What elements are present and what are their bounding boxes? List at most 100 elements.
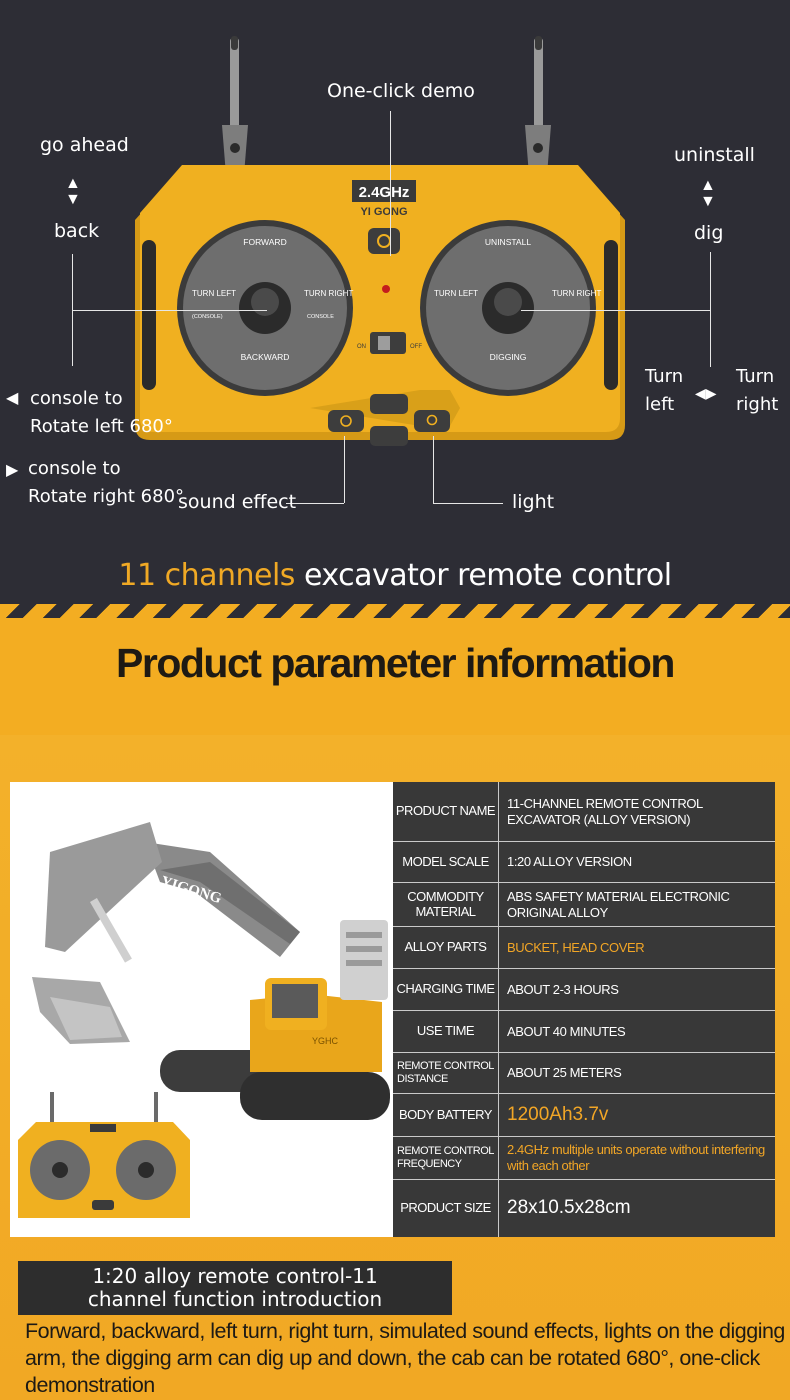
table-row: BODY BATTERY 1200Ah3.7v	[393, 1094, 775, 1137]
headline: 11 channels excavator remote control	[0, 558, 790, 593]
parameter-table: PRODUCT NAME 11-CHANNEL REMOTE CONTROL E…	[393, 782, 775, 1237]
light-horizontal-line	[433, 503, 503, 504]
light-vertical-line	[433, 436, 434, 503]
up-down-arrow-icon-right: ▲▼	[700, 177, 716, 210]
light-button[interactable]	[414, 410, 450, 432]
param-value: 2.4GHz multiple units operate without in…	[507, 1142, 765, 1173]
console-left-line1: console to	[30, 388, 123, 409]
right-dial-turn-right: TURN RIGHT	[552, 289, 601, 298]
demo-button[interactable]	[368, 228, 400, 254]
demo-callout-line	[390, 111, 391, 256]
go-ahead-label: go ahead	[40, 134, 129, 156]
turn-left-line2: left	[645, 393, 675, 415]
left-dial-backward: BACKWARD	[241, 352, 290, 362]
frequency-badge	[352, 180, 416, 202]
param-value: BUCKET, HEAD COVER	[507, 939, 645, 955]
right-horizontal-line	[521, 310, 711, 311]
turn-right-line2: right	[736, 393, 779, 415]
table-row: PRODUCT NAME 11-CHANNEL REMOTE CONTROL E…	[393, 782, 775, 842]
brand-text: YI GONG	[360, 206, 407, 218]
product-photo: YGHC YIGONG	[10, 782, 393, 1237]
param-value: 28x10.5x28cm	[507, 1197, 631, 1219]
console-left-text: console to Rotate left 680°	[30, 385, 173, 441]
param-key: ALLOY PARTS	[393, 927, 499, 968]
headline-rest: excavator remote control	[294, 558, 672, 593]
turn-right-text: Turn right	[736, 363, 778, 419]
right-dial-digging: DIGGING	[490, 352, 527, 362]
intro-line2: channel function introduction	[87, 1287, 383, 1311]
table-row: REMOTE CONTROL DISTANCE ABOUT 25 METERS	[393, 1053, 775, 1094]
left-dial-console-right: CONSOLE	[307, 314, 334, 320]
sound-vertical-line	[344, 436, 345, 503]
param-value: ABOUT 2-3 HOURS	[507, 981, 619, 997]
turn-left-text: Turn left	[645, 363, 683, 419]
param-value: 1:20 ALLOY VERSION	[507, 854, 632, 870]
uninstall-label: uninstall	[674, 144, 755, 166]
param-key: PRODUCT SIZE	[393, 1180, 499, 1237]
table-row: ALLOY PARTS BUCKET, HEAD COVER	[393, 927, 775, 969]
table-row: CHARGING TIME ABOUT 2-3 HOURS	[393, 969, 775, 1011]
switch-on-label: ON	[357, 344, 366, 350]
up-down-arrow-icon: ▲▼	[65, 175, 81, 208]
console-right-line2: Rotate right 680°	[28, 485, 185, 507]
left-horizontal-line	[72, 310, 267, 311]
param-key: COMMODITY MATERIAL	[393, 883, 499, 926]
left-dial-forward: FORWARD	[243, 237, 286, 247]
param-key: REMOTE CONTROL DISTANCE	[393, 1053, 499, 1093]
function-intro-box: 1:20 alloy remote control-11 channel fun…	[18, 1261, 452, 1315]
demo-label: One-click demo	[327, 80, 475, 102]
turn-right-line1: Turn	[736, 366, 775, 387]
dig-label: dig	[694, 222, 724, 244]
param-key: USE TIME	[393, 1011, 499, 1052]
svg-text:YGHC: YGHC	[312, 1036, 339, 1046]
sound-icon	[340, 415, 352, 427]
power-led	[382, 285, 390, 293]
excavator-illustration: YGHC YIGONG	[18, 822, 390, 1218]
intro-line1: 1:20 alloy remote control-11	[92, 1264, 378, 1288]
console-right-text: console to Rotate right 680°	[28, 455, 184, 511]
right-dial-turn-left: TURN LEFT	[434, 289, 478, 298]
remote-controller-illustration: 2.4GHz YI GONG FORWARD BACKWARD TURN LEF…	[135, 36, 625, 446]
table-row: USE TIME ABOUT 40 MINUTES	[393, 1011, 775, 1053]
param-key: PRODUCT NAME	[393, 782, 499, 841]
right-antenna	[525, 36, 551, 175]
console-left-line2: Rotate left 680°	[30, 415, 173, 437]
param-value: ABOUT 40 MINUTES	[507, 1023, 626, 1039]
table-row: PRODUCT SIZE 28x10.5x28cm	[393, 1180, 775, 1237]
right-arrow-icon: ▶	[6, 462, 19, 479]
back-label: back	[54, 220, 100, 242]
right-vertical-line	[710, 252, 711, 367]
section-title: Product parameter information	[116, 640, 675, 686]
param-key: REMOTE CONTROL FREQUENCY	[393, 1137, 499, 1179]
remote-diagram-panel: 2.4GHz YI GONG FORWARD BACKWARD TURN LEF…	[0, 0, 790, 612]
param-value: 1200Ah3.7v	[507, 1103, 609, 1125]
table-row: REMOTE CONTROL FREQUENCY 2.4GHz multiple…	[393, 1137, 775, 1180]
param-value: 11-CHANNEL REMOTE CONTROL EXCAVATOR (ALL…	[507, 795, 703, 827]
param-key: CHARGING TIME	[393, 969, 499, 1010]
center-bottom-button[interactable]	[370, 426, 408, 446]
table-row: COMMODITY MATERIAL ABS SAFETY MATERIAL E…	[393, 883, 775, 927]
left-antenna	[222, 36, 248, 175]
hazard-stripe-divider	[0, 604, 790, 618]
light-label: light	[512, 491, 555, 513]
headline-highlight: 11 channels	[118, 558, 295, 593]
console-right-line1: console to	[28, 458, 121, 479]
param-value: ABOUT 25 METERS	[507, 1065, 622, 1081]
table-row: MODEL SCALE 1:20 ALLOY VERSION	[393, 842, 775, 883]
frequency-badge-text: 2.4GHz	[359, 184, 410, 201]
turn-left-line1: Turn	[645, 366, 684, 387]
right-dial-uninstall: UNINSTALL	[485, 237, 531, 247]
left-arrow-icon: ◀	[6, 390, 19, 407]
sound-effect-button[interactable]	[328, 410, 364, 432]
param-value: ABS SAFETY MATERIAL ELECTRONIC ORIGINAL …	[507, 888, 730, 920]
switch-off-label: OFF	[410, 344, 422, 350]
param-key: MODEL SCALE	[393, 842, 499, 882]
center-top-button[interactable]	[370, 394, 408, 414]
bulb-icon	[426, 414, 438, 426]
left-dial-turn-right: TURN RIGHT	[304, 289, 353, 298]
sound-effect-label: sound effect	[178, 491, 297, 513]
left-dial-console-left: (CONSOLE)	[192, 314, 223, 320]
left-right-arrow-icon: ◀▶	[695, 385, 717, 401]
param-key: BODY BATTERY	[393, 1094, 499, 1136]
function-description: Forward, backward, left turn, right turn…	[25, 1319, 785, 1397]
